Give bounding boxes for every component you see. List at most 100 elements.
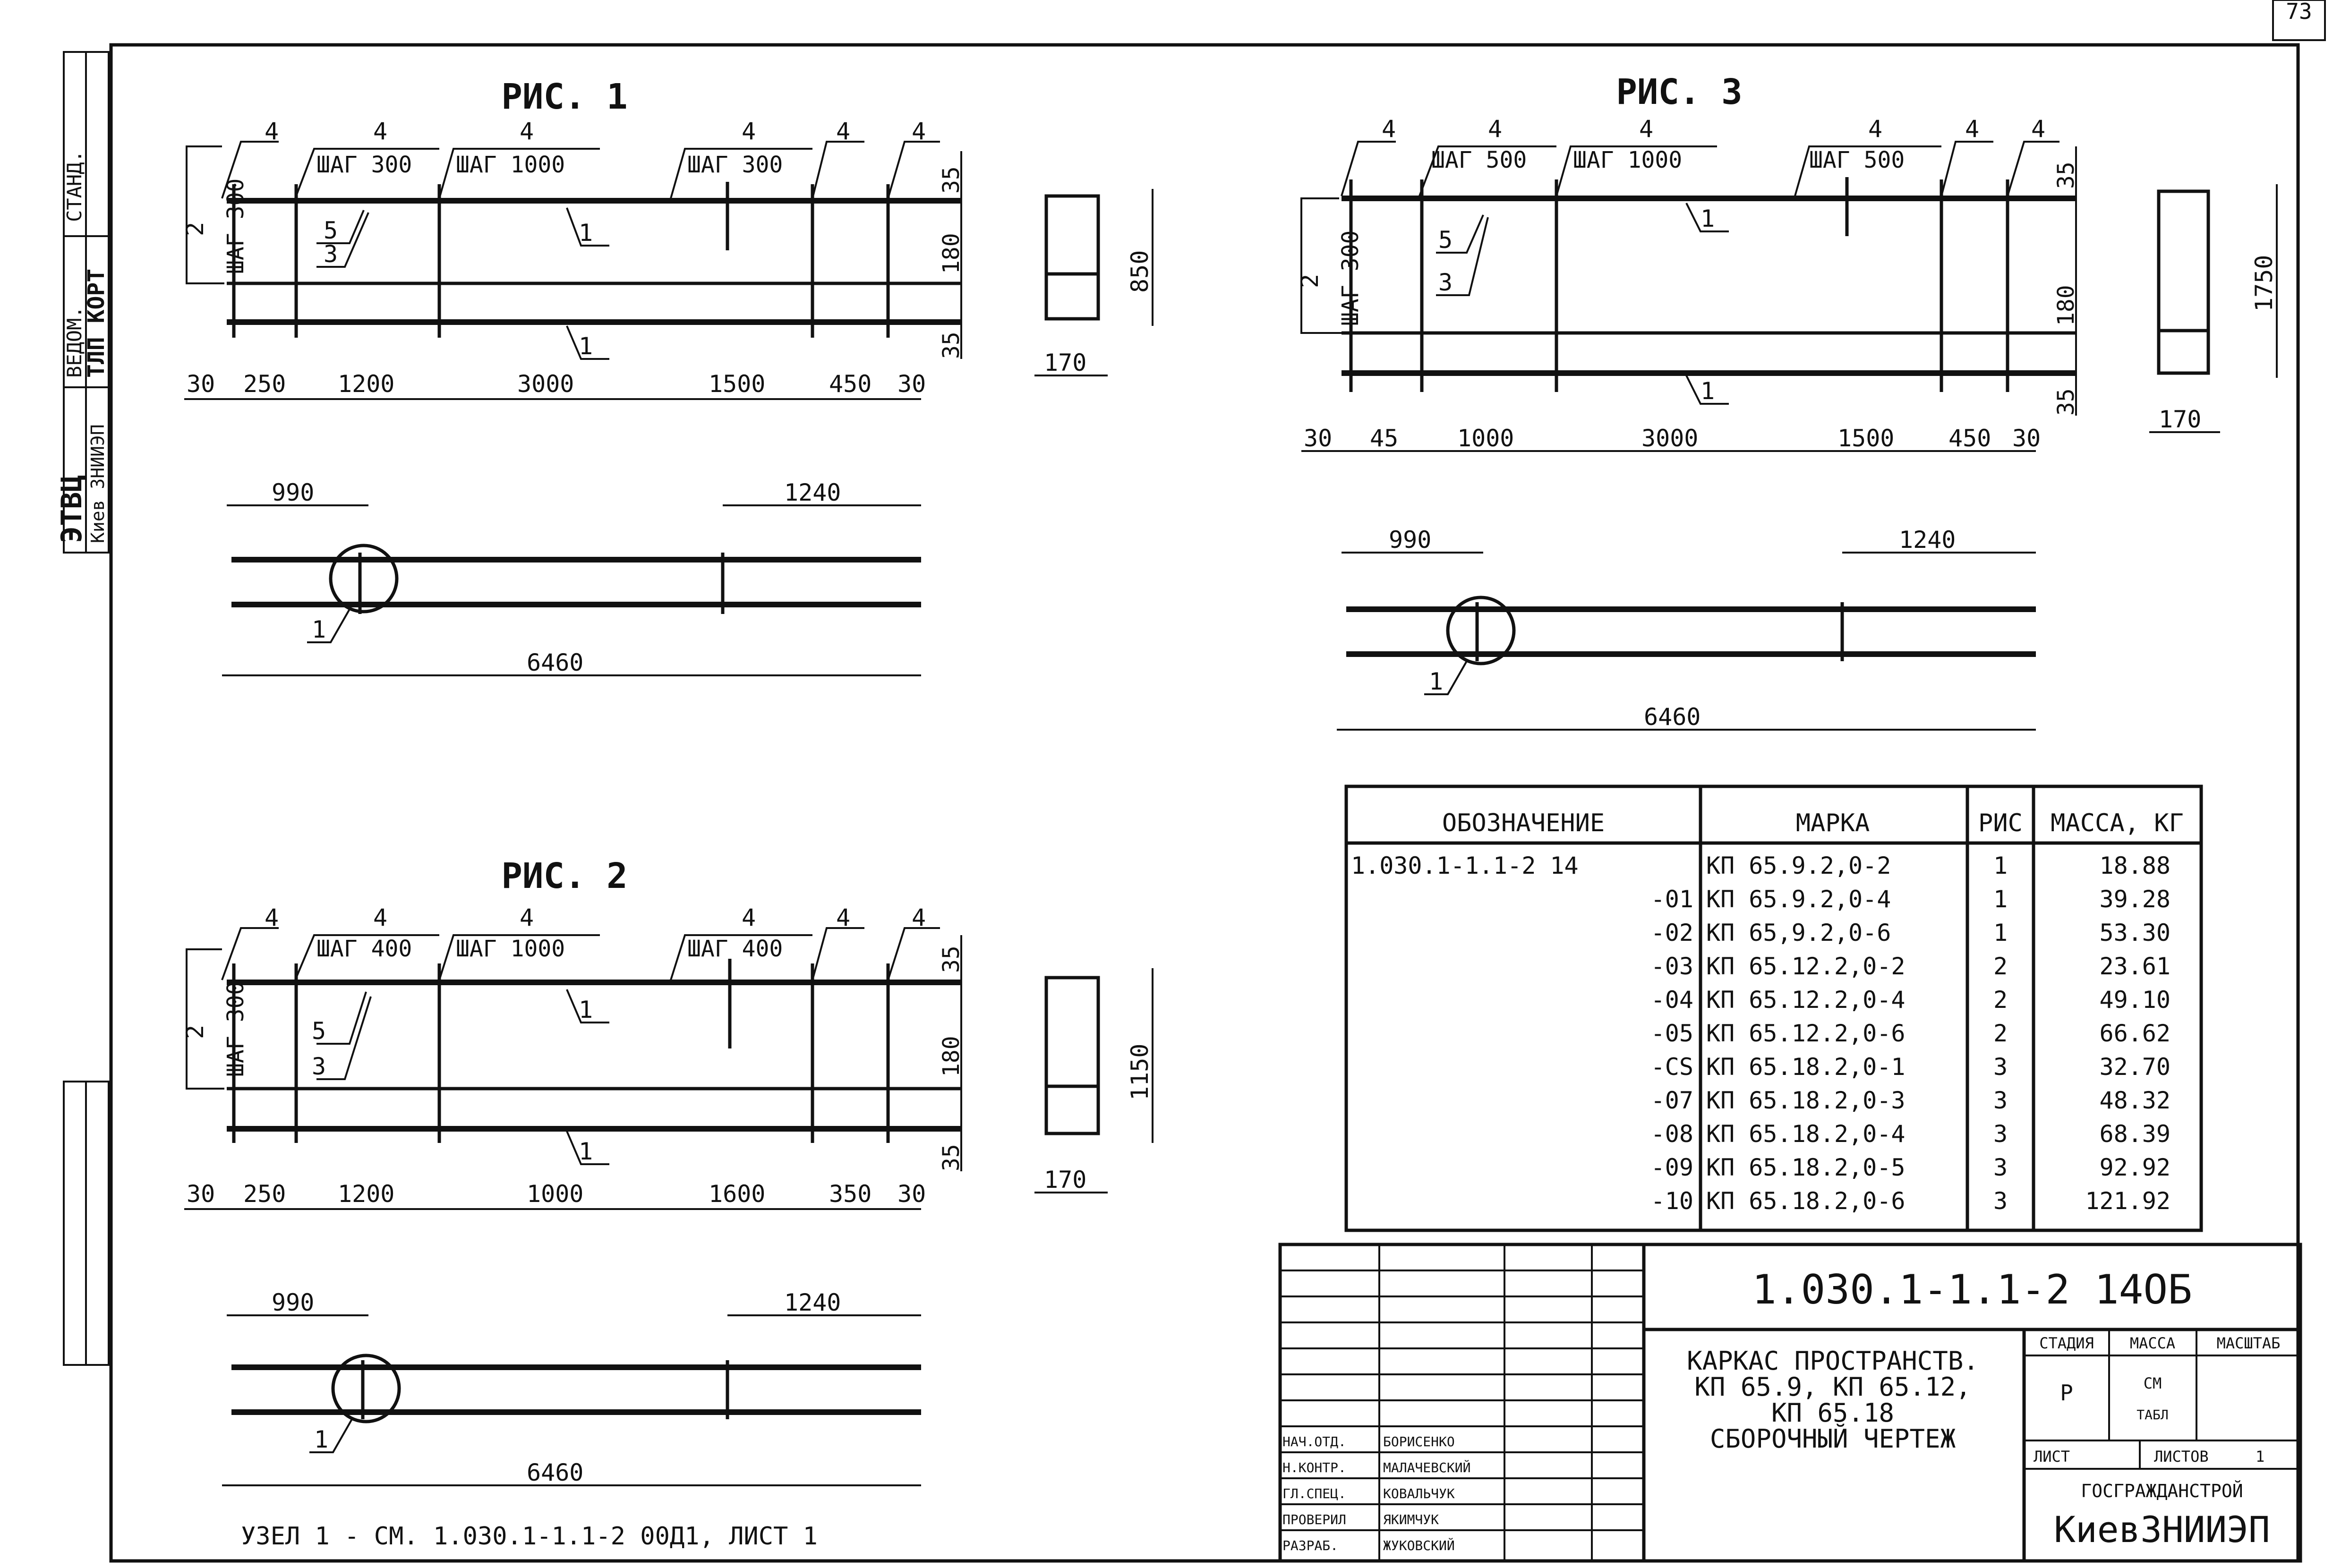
fig2-top-8: 4	[836, 904, 850, 931]
spec-row-figure: 2	[1993, 953, 2008, 980]
fig2-callout-5: 5	[312, 1017, 326, 1045]
spec-table: ОБОЗНАЧЕНИЕ МАРКА РИС МАССА, КГ 1.030.1-…	[1344, 784, 2203, 1232]
stamp-field-5: Киев ЗНИИЭП	[87, 424, 108, 543]
stage-header: СТАДИЯ	[2039, 1334, 2094, 1352]
fig2-left-label: ШАГ 300	[222, 981, 249, 1077]
fig3-plan-callout: 1	[1429, 668, 1443, 695]
fig2-callout-3: 3	[312, 1053, 326, 1080]
fig2-bottom-dim-3: 1200	[338, 1180, 394, 1208]
spec-row-designation: 1.030.1-1.1-2 14	[1351, 852, 1579, 879]
role-label: ГЛ.СПЕЦ.	[1282, 1486, 1346, 1501]
fig3-top-1: 4	[1382, 115, 1396, 143]
fig3-bottom-dim-7: 30	[2012, 425, 2041, 452]
spec-row-mass: 18.88	[2099, 852, 2171, 879]
spec-row-mass: 49.10	[2099, 986, 2171, 1014]
fig1-top-2: 4	[373, 118, 387, 145]
fig1-top-9: 4	[912, 118, 926, 145]
fig2-right-dim-2: 180	[938, 1036, 965, 1077]
spec-header-mass: МАССА, КГ	[2051, 809, 2184, 837]
spec-header-figure: РИС	[1978, 809, 2023, 837]
stamp-field-2: ВЕДОМ.	[63, 306, 86, 378]
fig2-title: РИС. 2	[501, 856, 627, 896]
fig1-elevation: РИС. 1 4 4 ШАГ 300 4 ШАГ 1000 4 ШАГ 300 …	[181, 77, 965, 400]
role-name: МАЛАЧЕВСКИЙ	[1383, 1459, 1470, 1475]
spec-row-figure: 3	[1993, 1154, 2008, 1181]
role-name: ЖУКОВСКИЙ	[1383, 1537, 1455, 1553]
fig1-title: РИС. 1	[501, 77, 627, 117]
spec-row-mass: 39.28	[2099, 886, 2171, 913]
fig3-right-dim-1: 35	[2053, 162, 2079, 189]
stage-value: Р	[2060, 1380, 2073, 1406]
sheets-value: 1	[2256, 1448, 2265, 1466]
spec-row-mark: КП 65.12.2,0-2	[1706, 953, 1905, 980]
fig1-top-6: 4	[742, 118, 756, 145]
spec-row-designation: -10	[1651, 1187, 1693, 1215]
fig1-bottom-dim-6: 450	[829, 370, 872, 398]
spec-row-mass: 48.32	[2099, 1087, 2171, 1114]
spec-header-mark: МАРКА	[1796, 809, 1870, 837]
spec-row-mass: 32.70	[2099, 1053, 2171, 1081]
role-name: БОРИСЕНКО	[1383, 1434, 1455, 1449]
fig1-left-label: ШАГ 300	[222, 179, 249, 274]
spec-row-mass: 121.92	[2085, 1187, 2171, 1215]
fig2-top-2: 4	[373, 904, 387, 931]
spec-row-designation: -CS	[1651, 1053, 1693, 1081]
spec-row-figure: 3	[1993, 1187, 2008, 1215]
fig1-top-1: 4	[265, 118, 279, 145]
spec-row-mark: КП 65.12.2,0-6	[1706, 1020, 1905, 1047]
fig3-bottom-dim-4: 3000	[1641, 425, 1698, 452]
scale-header: МАСШТАБ	[2217, 1334, 2281, 1352]
stamp-field-4: ЭТВЦ	[55, 475, 88, 544]
spec-row-figure: 1	[1993, 852, 2008, 879]
fig3-plan-dim-left: 990	[1389, 526, 1431, 554]
fig3-top-9: 4	[2031, 115, 2045, 143]
org-line-1: ГОСГРАЖДАНСТРОЙ	[2081, 1481, 2243, 1501]
fig3-right-dim-3: 35	[2053, 388, 2079, 416]
spec-row-designation: -03	[1651, 953, 1693, 980]
fig2-top-4: 4	[520, 904, 534, 931]
spec-row-designation: -09	[1651, 1154, 1693, 1181]
fig3-top-3: ШАГ 500	[1431, 147, 1527, 173]
fig1-right-dim-2: 180	[938, 233, 965, 274]
fig3-top-6: 4	[1868, 115, 1882, 143]
fig3-bottom-dim-1: 30	[1304, 425, 1332, 452]
fig1-section-height: 850	[1126, 250, 1154, 293]
title-line-1: КАРКАС ПРОСТРАНСТВ.	[1687, 1346, 1979, 1376]
fig1-section: 850 170	[1034, 189, 1154, 376]
spec-row-mass: 68.39	[2099, 1120, 2171, 1148]
fig1-bottom-dim-7: 30	[897, 370, 926, 398]
fig3-elevation: РИС. 3 4 4 ШАГ 500 4 ШАГ 1000 4 ШАГ 500 …	[1296, 72, 2079, 452]
fig1-bottom-dim-4: 3000	[517, 370, 574, 398]
fig3-left-num: 2	[1296, 274, 1324, 288]
fig1-plan-dim-total: 6460	[527, 649, 583, 676]
fig1-plan-dim-right: 1240	[784, 479, 841, 506]
fig3-right-dim-2: 180	[2053, 285, 2079, 326]
fig2-right-dim-1: 35	[938, 946, 965, 973]
spec-row-figure: 3	[1993, 1087, 2008, 1114]
fig2-plan-dim-left: 990	[272, 1289, 314, 1316]
fig1-bottom-dim-2: 250	[243, 370, 286, 398]
spec-row-designation: -04	[1651, 986, 1693, 1014]
fig2-plan-dim-total: 6460	[527, 1459, 583, 1486]
fig1-plan: 990 1240 6460 1	[222, 479, 921, 676]
doc-code: 1.030.1-1.1-2 14ОБ	[1752, 1266, 2192, 1313]
fig3-bottom-dim-5: 1500	[1837, 425, 1894, 452]
role-label: НАЧ.ОТД.	[1282, 1434, 1346, 1449]
fig3-bottom-dim-3: 1000	[1457, 425, 1514, 452]
fig2-section-width: 170	[1044, 1166, 1086, 1193]
fig2-bottom-dim-6: 350	[829, 1180, 872, 1208]
title-line-3: КП 65.18	[1771, 1398, 1894, 1428]
title-line-4: СБОРОЧНЫЙ ЧЕРТЕЖ	[1710, 1424, 1956, 1454]
mass-header: МАССА	[2130, 1334, 2175, 1352]
fig1-top-7: ШАГ 300	[687, 152, 783, 178]
fig2-top-7: ШАГ 400	[687, 936, 783, 962]
fig2-right-dim-3: 35	[938, 1144, 965, 1171]
fig3-plan-dim-right: 1240	[1899, 526, 1956, 554]
fig1-right-dim-3: 35	[938, 332, 965, 359]
fig3-section: 1750 170	[2149, 184, 2278, 433]
fig1-plan-dim-left: 990	[272, 479, 314, 506]
spec-row-mark: КП 65.18.2,0-5	[1706, 1154, 1905, 1181]
role-name: КОВАЛЬЧУК	[1383, 1486, 1455, 1501]
fig2-top-3: ШАГ 400	[316, 936, 412, 962]
role-name: ЯКИМЧУК	[1383, 1512, 1439, 1527]
